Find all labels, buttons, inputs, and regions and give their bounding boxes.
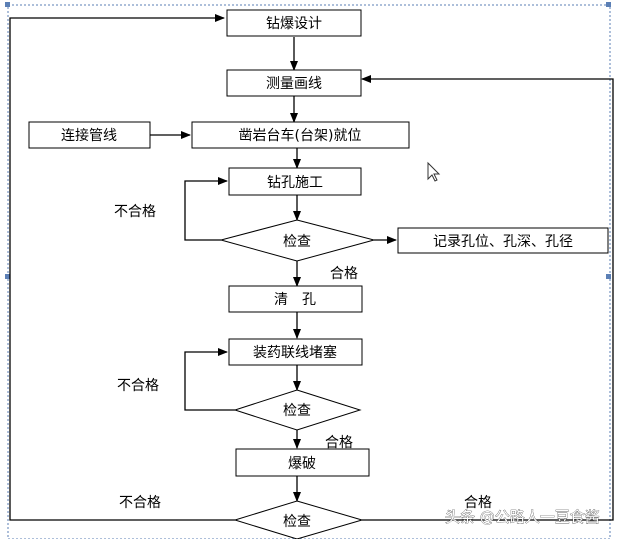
node-label: 钻爆设计 [266,16,322,32]
node-label: 凿岩台车(台架)就位 [239,127,362,144]
node-label: 爆破 [288,456,316,472]
decision-label: 检查 [283,234,311,250]
node-label: 装药联线堵塞 [253,344,337,361]
node-clean-holes[interactable]: 清 孔 [228,285,363,313]
connectors [9,14,614,521]
resize-handle-top-right[interactable] [606,2,611,7]
label-fail-1: 不合格 [114,204,156,220]
label-pass-1: 合格 [330,266,358,282]
node-charging[interactable]: 装药联线堵塞 [228,338,363,366]
decision-inspect-3[interactable]: 检查 [233,500,364,539]
arrow-inspect2-fail-loop [184,348,235,411]
resize-handle-right[interactable] [606,274,611,279]
label-pass-3: 合格 [464,495,492,511]
decision-label: 检查 [283,514,311,530]
node-rig-in-position[interactable]: 凿岩台车(台架)就位 [191,121,410,149]
node-label: 连接管线 [61,127,117,144]
node-blasting[interactable]: 爆破 [235,448,370,477]
decision-inspect-2[interactable]: 检查 [233,389,362,431]
arrow-inspect3-pass-to-survey [361,75,614,521]
selection-frame[interactable] [5,2,611,539]
resize-handle-left[interactable] [5,274,10,279]
label-fail-3: 不合格 [119,495,161,511]
node-label: 记录孔位、孔深、孔径 [433,234,573,250]
node-label: 清 孔 [274,292,316,308]
arrow-inspect3-fail-to-design [9,14,235,521]
decision-inspect-1[interactable]: 检查 [219,219,376,262]
node-survey-lines[interactable]: 测量画线 [226,69,362,97]
resize-handle-top-left[interactable] [5,2,10,7]
arrow-inspect1-fail-loop [184,177,228,241]
decision-label: 检查 [283,403,311,419]
node-record-holes[interactable]: 记录孔位、孔深、孔径 [397,227,609,254]
watermark-text: 头条 @公路人一豆食酱 [445,508,600,526]
label-fail-2: 不合格 [117,378,159,394]
node-connect-pipelines[interactable]: 连接管线 [28,121,151,149]
node-drilling[interactable]: 钻孔施工 [228,167,362,196]
label-pass-2: 合格 [325,435,353,451]
node-drill-blast-design[interactable]: 钻爆设计 [226,9,362,37]
node-label: 钻孔施工 [267,175,323,191]
node-label: 测量画线 [266,76,322,92]
mouse-pointer-icon [427,161,441,182]
